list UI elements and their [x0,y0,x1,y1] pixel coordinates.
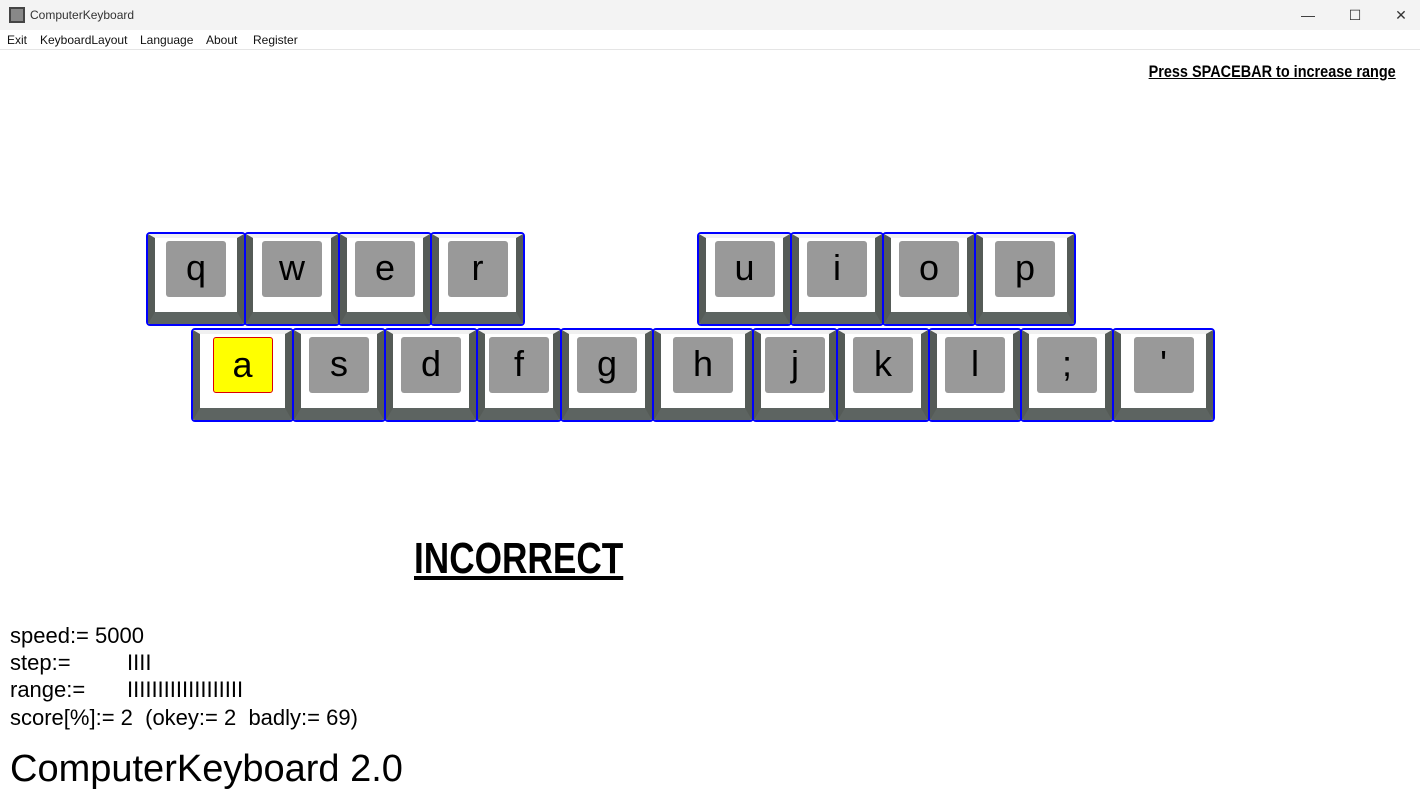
menu-language[interactable]: Language [140,33,194,47]
window-title: ComputerKeyboard [30,8,135,22]
key-label: u [714,241,775,297]
key-semicolon: ; [1020,328,1114,422]
menu-register[interactable]: Register [253,33,298,47]
key-q: q [146,232,246,326]
key-label: j [765,337,825,393]
key-f: f [476,328,562,422]
key-label: ; [1037,337,1097,393]
minimize-button[interactable]: — [1301,7,1315,23]
speed-stat: speed:= 5000 [10,623,144,648]
key-label: e [355,241,415,297]
range-value: IIIIIIIIIIIIIIIIIII [127,677,244,702]
step-label: step:= [10,650,71,675]
key-i: i [790,232,884,326]
app-version: ComputerKeyboard 2.0 [10,748,403,790]
result-text: INCORRECT [414,534,624,583]
key-l: l [928,328,1022,422]
step-value: IIII [127,650,152,675]
menu-about[interactable]: About [206,33,238,47]
menu-keyboard-layout[interactable]: KeyboardLayout [40,33,128,47]
key-u: u [697,232,792,326]
key-label: r [447,241,508,297]
menu-bar: Exit KeyboardLayout Language About Regis… [0,30,1420,50]
key-r: r [430,232,525,326]
key-e: e [338,232,432,326]
key-apostrophe: ' [1112,328,1215,422]
spacebar-hint: Press SPACEBAR to increase range [1148,62,1396,81]
key-h: h [652,328,754,422]
key-j: j [752,328,838,422]
range-label: range:= [10,677,86,702]
key-label: k [853,337,913,393]
key-k: k [836,328,930,422]
key-label: i [807,241,867,297]
key-label: f [489,337,549,393]
step-stat: step:= IIII [10,650,151,676]
key-label: p [995,241,1055,297]
key-w: w [244,232,340,326]
key-label: g [577,337,637,393]
key-p: p [974,232,1076,326]
key-label-active: a [212,337,273,393]
key-a: a [191,328,294,422]
key-label: w [262,241,322,297]
key-d: d [384,328,478,422]
key-label: s [309,337,369,393]
key-o: o [882,232,976,326]
key-g: g [560,328,654,422]
maximize-button[interactable]: ☐ [1348,7,1362,23]
key-s: s [292,328,386,422]
title-bar: ComputerKeyboard — ☐ ✕ [0,0,1420,30]
close-button[interactable]: ✕ [1395,7,1407,23]
key-label: o [899,241,959,297]
range-stat: range:= IIIIIIIIIIIIIIIIIII [10,677,243,703]
key-label: q [166,241,226,297]
key-label: d [401,337,461,393]
key-label: h [673,337,733,393]
key-label: l [945,337,1005,393]
app-icon [9,7,25,23]
score-stat: score[%]:= 2 (okey:= 2 badly:= 69) [10,705,358,730]
key-label: ' [1133,337,1194,393]
menu-exit[interactable]: Exit [7,33,28,47]
